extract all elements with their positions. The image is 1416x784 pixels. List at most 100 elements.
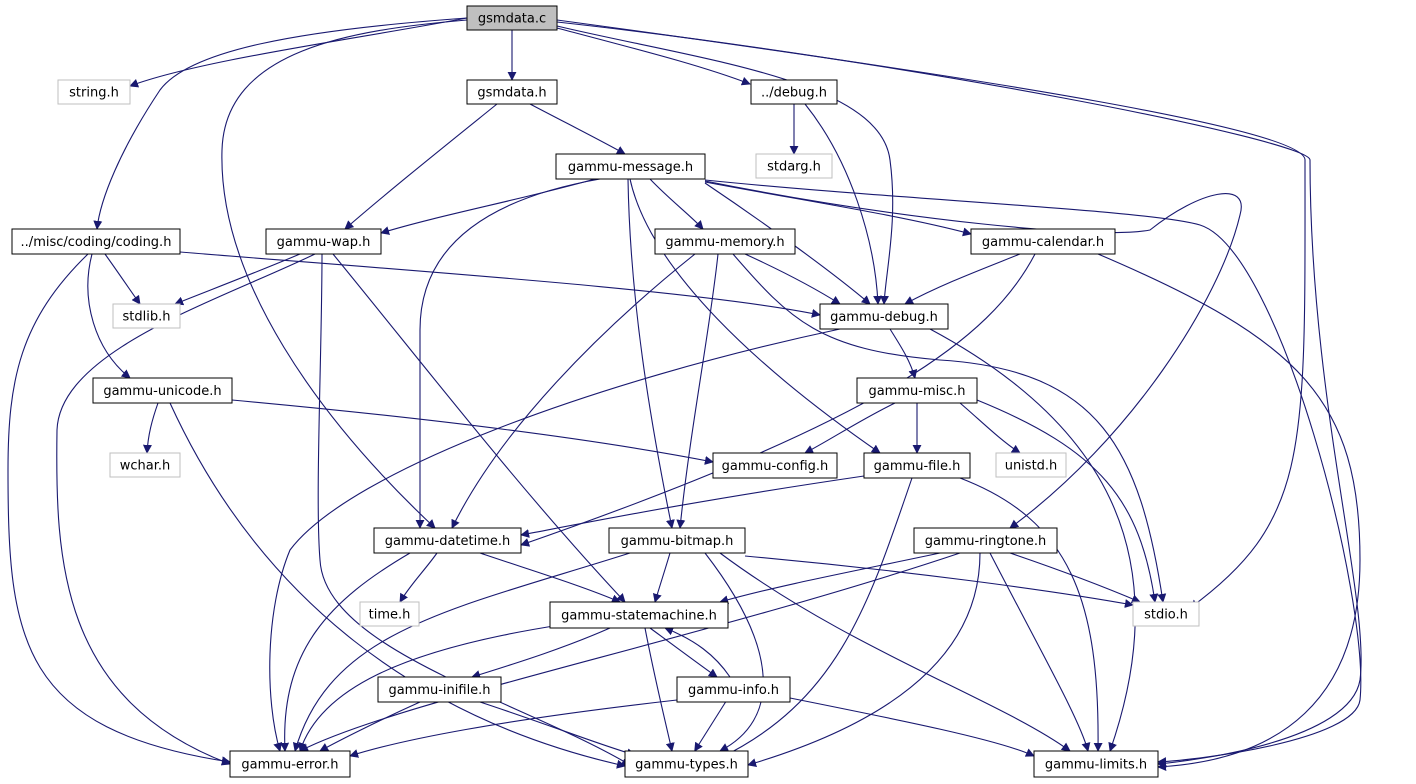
node-gammu_statemachine_h[interactable]: gammu-statemachine.h xyxy=(549,601,729,629)
node-box xyxy=(624,750,749,778)
node-gammu_wap_h[interactable]: gammu-wap.h xyxy=(265,228,382,255)
node-label: gammu-message.h xyxy=(568,160,693,175)
edge-gammu_misc_h-to-stdio_h xyxy=(976,399,1159,603)
node-gammu_info_h[interactable]: gammu-info.h xyxy=(676,676,791,703)
node-string_h: string.h xyxy=(57,79,131,105)
edge-gsmdata_c-to-coding_h xyxy=(93,17,468,230)
node-gammu_unicode_h[interactable]: gammu-unicode.h xyxy=(92,377,233,404)
node-gammu_misc_h[interactable]: gammu-misc.h xyxy=(856,377,978,404)
node-box xyxy=(229,750,351,778)
edge-gsmdata_c-to-debug_h_rel xyxy=(556,27,751,86)
edge-gammu_ringtone_h-to-gammu_error_h xyxy=(299,552,961,752)
node-gammu_bitmap_h[interactable]: gammu-bitmap.h xyxy=(608,527,746,554)
node-gammu_types_h[interactable]: gammu-types.h xyxy=(624,750,749,778)
edge-gsmdata_c-to-string_h xyxy=(129,17,468,88)
edge-gammu_info_h-to-gammu_limits_h xyxy=(789,697,1035,757)
node-unistd_h: unistd.h xyxy=(995,452,1067,478)
edge-gammu_calendar_h-to-gammu_limits_h xyxy=(1097,253,1361,772)
edges-layer xyxy=(7,17,1362,772)
edge-gammu_file_h-to-gammu_datetime_h xyxy=(520,475,865,538)
edge-gsmdata_h-to-gammu_message_h xyxy=(529,103,626,155)
node-stdarg_h: stdarg.h xyxy=(755,153,833,179)
edge-gsmdata_c-to-gammu_datetime_h xyxy=(221,19,468,529)
edge-gammu_ringtone_h-to-gammu_limits_h xyxy=(989,552,1091,752)
edge-gammu_ringtone_h-to-gammu_types_h xyxy=(747,552,981,768)
node-gammu_config_h[interactable]: gammu-config.h xyxy=(712,452,838,479)
node-label: ../misc/coding/coding.h xyxy=(21,235,172,250)
node-label: gammu-file.h xyxy=(874,459,961,474)
edge-gammu_file_h-to-gammu_types_h xyxy=(719,477,913,759)
node-gammu_file_h[interactable]: gammu-file.h xyxy=(863,452,971,479)
node-box xyxy=(819,303,949,330)
node-label: stdlib.h xyxy=(123,310,171,325)
node-label: gammu-inifile.h xyxy=(388,683,490,698)
node-label: gammu-error.h xyxy=(241,758,338,773)
node-label: gsmdata.h xyxy=(477,86,546,101)
node-label: ../debug.h xyxy=(761,86,827,101)
node-stdlib_h: stdlib.h xyxy=(112,303,181,329)
node-label: gammu-datetime.h xyxy=(385,534,511,549)
edge-gammu_message_h-to-gammu_bitmap_h xyxy=(627,178,675,529)
edge-coding_h-to-gammu_error_h xyxy=(7,253,231,766)
edge-gsmdata_c-to-gammu_limits_h xyxy=(556,21,1362,768)
node-gammu_limits_h[interactable]: gammu-limits.h xyxy=(1033,750,1159,778)
node-label: gammu-statemachine.h xyxy=(561,609,717,624)
node-box xyxy=(995,452,1067,478)
edge-gammu_wap_h-to-stdlib_h xyxy=(174,253,301,306)
node-label: time.h xyxy=(369,608,411,623)
node-box xyxy=(57,79,131,105)
edge-gammu_message_h-to-gammu_memory_h xyxy=(649,178,704,230)
node-debug_h_rel[interactable]: ../debug.h xyxy=(750,79,838,105)
node-gammu_memory_h[interactable]: gammu-memory.h xyxy=(654,228,796,255)
edge-debug_h_rel-to-gammu_debug_h xyxy=(804,103,883,305)
edge-gammu_message_h-to-gammu_calendar_h xyxy=(704,181,972,237)
node-box xyxy=(359,601,420,627)
node-gammu_ringtone_h[interactable]: gammu-ringtone.h xyxy=(913,527,1058,554)
node-box xyxy=(676,676,791,703)
node-box xyxy=(1033,750,1159,778)
edge-gammu_debug_h-to-gammu_misc_h xyxy=(889,328,918,379)
node-gsmdata_h[interactable]: gsmdata.h xyxy=(466,79,558,105)
edge-gsmdata_h-to-gammu_wap_h xyxy=(344,103,498,230)
edge-gammu_debug_h-to-gammu_limits_h xyxy=(929,328,1136,752)
node-label: gammu-ringtone.h xyxy=(925,534,1047,549)
edge-gammu_statemachine_h-to-gammu_info_h xyxy=(649,627,718,678)
edge-gammu_statemachine_h-to-gammu_inifile_h xyxy=(471,627,611,679)
node-box xyxy=(856,377,978,404)
edge-coding_h-to-gammu_unicode_h xyxy=(87,253,131,379)
node-box xyxy=(265,228,382,255)
edge-gammu_datetime_h-to-time_h xyxy=(399,552,438,603)
node-label: gammu-debug.h xyxy=(830,310,938,325)
edge-gammu_debug_h-to-gammu_error_h xyxy=(269,328,841,752)
node-label: gammu-memory.h xyxy=(665,235,784,250)
node-gammu_datetime_h[interactable]: gammu-datetime.h xyxy=(373,527,522,554)
edge-coding_h-to-stdlib_h xyxy=(104,253,141,305)
node-label: stdarg.h xyxy=(767,160,821,175)
node-gammu_message_h[interactable]: gammu-message.h xyxy=(555,153,706,180)
edge-gammu_inifile_h-to-gammu_error_h xyxy=(319,701,421,752)
node-gammu_inifile_h[interactable]: gammu-inifile.h xyxy=(377,676,502,703)
node-coding_h[interactable]: ../misc/coding/coding.h xyxy=(11,228,181,255)
edge-gammu_datetime_h-to-gammu_error_h xyxy=(280,552,411,752)
edge-gammu_memory_h-to-gammu_datetime_h xyxy=(451,253,696,529)
edge-gammu_datetime_h-to-gammu_statemachine_h xyxy=(479,552,621,603)
node-gsmdata_c[interactable]: gsmdata.c xyxy=(466,5,558,31)
edge-gammu_message_h-to-gammu_ringtone_h xyxy=(704,180,1242,529)
edge-gammu_bitmap_h-to-gammu_statemachine_h xyxy=(652,552,671,603)
node-box xyxy=(755,153,833,179)
node-gammu_error_h[interactable]: gammu-error.h xyxy=(229,750,351,778)
node-box xyxy=(750,79,838,105)
node-box xyxy=(549,601,729,629)
edge-gammu_unicode_h-to-gammu_types_h xyxy=(169,402,626,769)
edge-gammu_unicode_h-to-wchar_h xyxy=(142,402,159,454)
node-label: gammu-info.h xyxy=(688,683,779,698)
node-gammu_calendar_h[interactable]: gammu-calendar.h xyxy=(970,228,1116,255)
node-box xyxy=(970,228,1116,255)
edge-gammu_statemachine_h-to-gammu_error_h xyxy=(298,624,561,752)
node-label: string.h xyxy=(69,86,119,101)
edge-gammu_wap_h-to-gammu_error_h xyxy=(56,253,316,766)
edge-gammu_ringtone_h-to-stdio_h xyxy=(1009,552,1141,603)
node-label: gammu-types.h xyxy=(635,758,738,773)
node-gammu_debug_h[interactable]: gammu-debug.h xyxy=(819,303,949,330)
edge-gammu_memory_h-to-gammu_bitmap_h xyxy=(676,253,719,529)
